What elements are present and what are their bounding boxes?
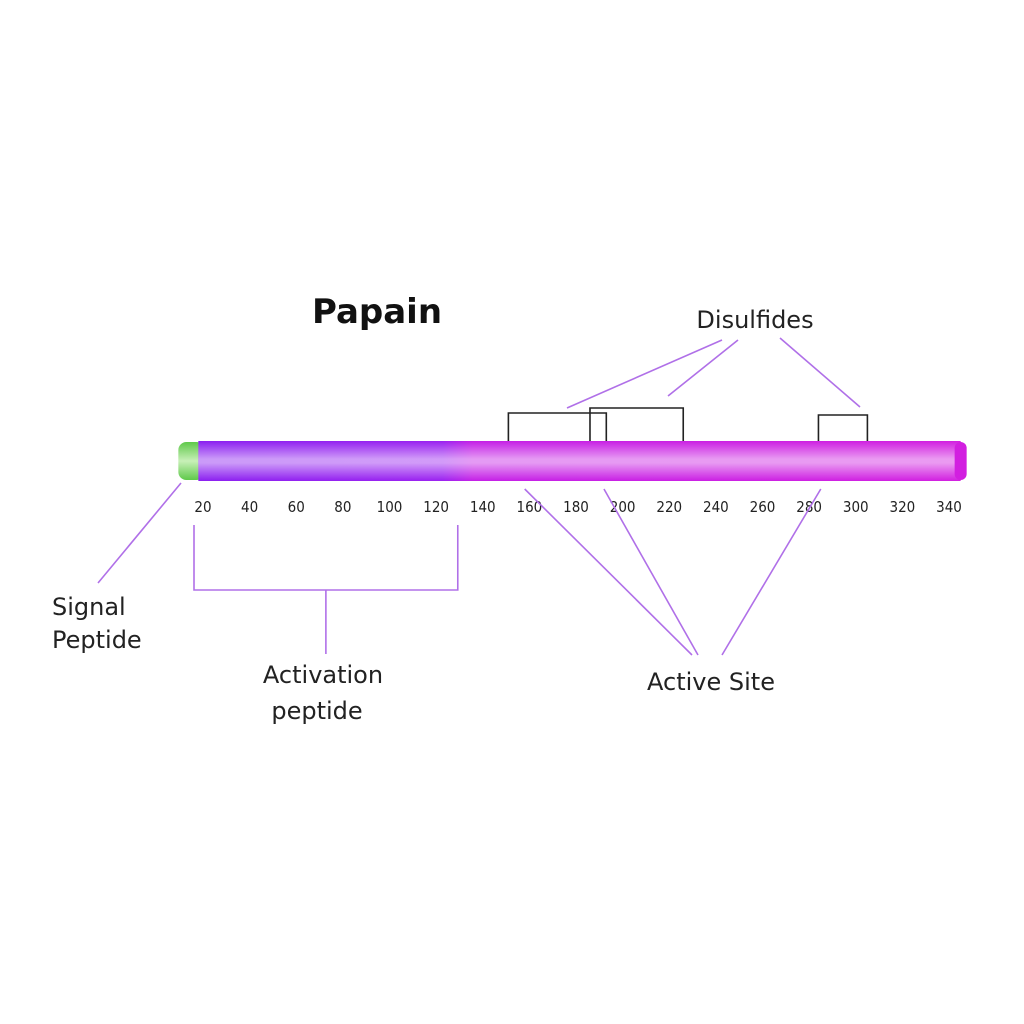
activation-peptide-label-line2: peptide — [271, 697, 362, 725]
active-site-leader — [721, 488, 822, 656]
disulfide-leader — [566, 339, 723, 409]
tick-label: 80 — [334, 498, 351, 516]
disulfides-leaders — [566, 337, 861, 409]
tick-label: 260 — [750, 498, 776, 516]
active-site-leader — [524, 488, 693, 656]
tick-label: 140 — [470, 498, 496, 516]
protein-chain — [178, 441, 967, 481]
diagram-title: Papain — [312, 292, 442, 332]
signal-peptide-label-line1: Signal — [52, 593, 126, 621]
tick-label: 40 — [241, 498, 258, 516]
tick-label: 300 — [843, 498, 869, 516]
tick-label: 220 — [656, 498, 682, 516]
disulfide-bond — [817, 414, 869, 441]
signal-peptide-label-line2: Peptide — [52, 626, 142, 654]
disulfide-leader — [667, 339, 739, 397]
signal-peptide-leader — [97, 482, 182, 584]
active-site-leaders — [524, 488, 822, 656]
disulfide-bond — [589, 407, 685, 441]
active-site-leader — [603, 488, 699, 656]
activation-peptide-label-line1: Activation — [263, 661, 383, 689]
disulfide-bonds — [507, 407, 869, 441]
tick-label: 120 — [423, 498, 449, 516]
tick-label: 20 — [194, 498, 211, 516]
tick-label: 160 — [516, 498, 542, 516]
tick-label: 180 — [563, 498, 589, 516]
tick-label: 320 — [889, 498, 915, 516]
tick-label: 340 — [936, 498, 962, 516]
signal-peptide-segment — [178, 442, 205, 480]
tick-label: 240 — [703, 498, 729, 516]
disulfides-label: Disulfides — [696, 306, 813, 334]
activation-peptide-bracket — [193, 525, 459, 591]
disulfide-leader — [779, 337, 861, 408]
tick-label: 100 — [377, 498, 403, 516]
tick-label: 60 — [288, 498, 305, 516]
chain-end-cap — [954, 442, 967, 480]
chain-highlight — [198, 441, 961, 481]
active-site-label: Active Site — [647, 668, 775, 696]
tick-label: 280 — [796, 498, 822, 516]
disulfide-bond — [507, 412, 608, 441]
